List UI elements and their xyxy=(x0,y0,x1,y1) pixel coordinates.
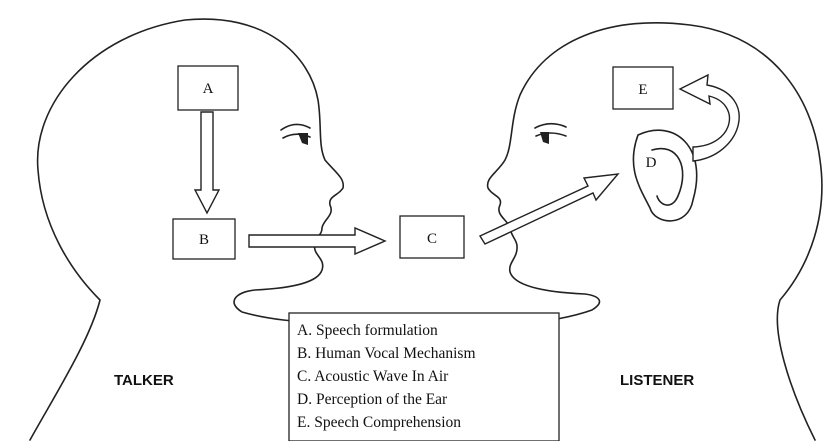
legend-item-d: D. Perception of the Ear xyxy=(297,391,448,408)
talker-label: TALKER xyxy=(114,372,174,389)
listener-label: LISTENER xyxy=(620,372,694,389)
eye-icon xyxy=(535,124,566,144)
legend-item-a: A. Speech formulation xyxy=(297,322,438,339)
node-label-b: B xyxy=(199,232,209,248)
node-label-a: A xyxy=(203,81,214,97)
legend-item-e: E. Speech Comprehension xyxy=(297,414,461,431)
node-label-e: E xyxy=(638,82,647,98)
node-label-d: D xyxy=(646,155,657,171)
arrow-ear-to-e xyxy=(680,75,739,161)
eye-icon xyxy=(281,124,310,145)
arrow-b-to-c xyxy=(249,228,385,254)
legend-item-c: C. Acoustic Wave In Air xyxy=(297,368,449,385)
arrow-c-to-ear xyxy=(480,174,618,244)
arrow-a-to-b xyxy=(195,112,219,213)
ear-icon xyxy=(633,130,696,221)
node-label-c: C xyxy=(427,231,437,247)
legend-item-b: B. Human Vocal Mechanism xyxy=(297,345,476,362)
